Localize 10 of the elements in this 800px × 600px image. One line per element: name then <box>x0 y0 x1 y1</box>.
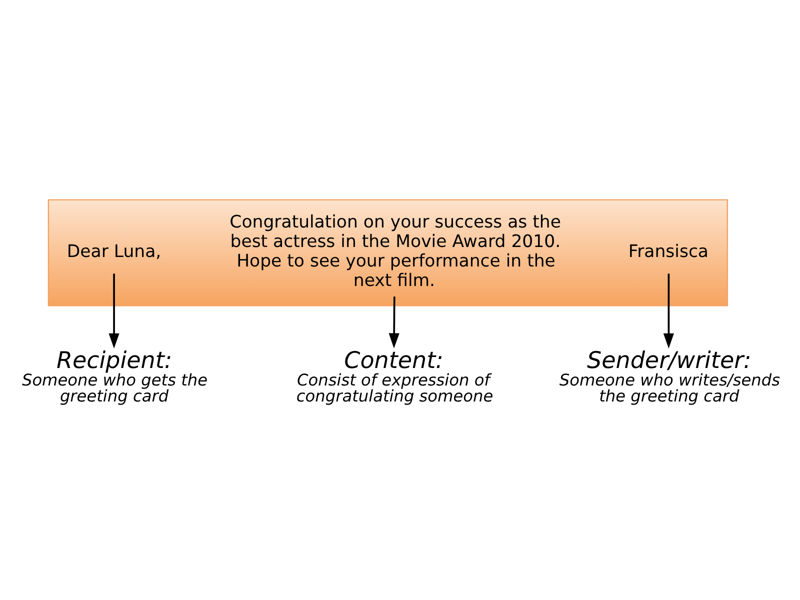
node-text: Fransisca <box>628 241 709 262</box>
node-text: Dear Luna, <box>66 241 162 262</box>
node-text: Congratulation on your success as the best actress in the Movie Award 2010. Hope to see your performance in the next film. <box>230 212 561 291</box>
node-text: Recipient: Someone who gets the greeting card <box>22 347 208 405</box>
arrow <box>663 273 674 348</box>
node-text: Sender/writer: Someone who writes/sends the greeting card <box>559 347 780 405</box>
node-text: Content: Consist of expression of congratulating someone <box>296 347 494 405</box>
cluster <box>48 198 728 306</box>
arrow <box>108 273 120 348</box>
arrow <box>388 296 400 348</box>
